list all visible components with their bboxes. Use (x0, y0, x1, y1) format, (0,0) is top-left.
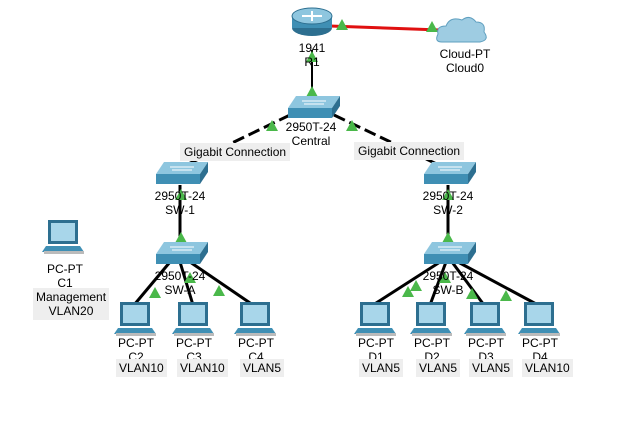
switch-central-icon[interactable] (288, 96, 340, 118)
note-vlan-b1[interactable]: VLAN5 (359, 359, 404, 377)
status-up-icon (266, 120, 278, 131)
swb-name: SW-B (432, 283, 464, 297)
pc-b4-model: PC-PT (522, 336, 558, 350)
status-up-icon (439, 272, 451, 283)
note-vlan-b2[interactable]: VLAN5 (416, 359, 461, 377)
pc-c1-icon[interactable] (42, 220, 84, 254)
router-name: R1 (304, 55, 320, 69)
pc-b4-label: PC-PT D4 (514, 336, 566, 364)
central-name: Central (291, 134, 331, 148)
sw1-label: 2950T-24 SW-1 (145, 189, 215, 217)
swb-model: 2950T-24 (422, 269, 474, 283)
router-icon[interactable] (291, 7, 333, 36)
sw1-name: SW-1 (165, 203, 195, 217)
note-management[interactable]: Management VLAN20 (33, 288, 110, 320)
status-up-icon (442, 232, 454, 243)
note-management-line1: Management (36, 290, 107, 304)
sw1-model: 2950T-24 (154, 189, 206, 203)
pc-b1-label: PC-PT D1 (350, 336, 402, 364)
sw2-model: 2950T-24 (422, 189, 474, 203)
note-vlan-a2[interactable]: VLAN10 (177, 359, 228, 377)
note-gigabit-left[interactable]: Gigabit Connection (180, 143, 291, 161)
link-swa-pc3[interactable] (189, 260, 254, 307)
link-swa-pc1[interactable] (132, 261, 172, 306)
sw2-name: SW-2 (433, 203, 463, 217)
pc-a2-label: PC-PT C3 (168, 336, 220, 364)
note-gigabit-right[interactable]: Gigabit Connection (354, 142, 465, 160)
status-up-icon (402, 286, 414, 297)
pc-a1-model: PC-PT (118, 336, 154, 350)
status-up-icon (213, 285, 225, 296)
central-model: 2950T-24 (285, 120, 337, 134)
pc-a2-icon[interactable] (172, 302, 214, 336)
link-swb-pc1[interactable] (372, 260, 441, 307)
swa-name: SW-A (164, 283, 196, 297)
pc-b4-icon[interactable] (518, 302, 560, 336)
pc-a2-model: PC-PT (176, 336, 212, 350)
link-swb-pc3[interactable] (450, 261, 486, 306)
link-r1-cloud[interactable] (329, 24, 441, 32)
pc-b2-icon[interactable] (410, 302, 452, 336)
pc-c1-label: PC-PT C1 (37, 262, 93, 290)
router-label: 1941 R1 (282, 41, 342, 69)
cloud-model: Cloud-PT (439, 47, 491, 61)
switch-swb-icon[interactable] (424, 242, 476, 264)
pc-b2-model: PC-PT (414, 336, 450, 350)
pc-c1-name: C1 (57, 276, 73, 290)
note-management-line2: VLAN20 (48, 304, 94, 318)
status-up-icon (442, 189, 454, 200)
pc-b3-label: PC-PT D3 (460, 336, 512, 364)
switch-swa-icon[interactable] (156, 242, 208, 264)
note-vlan-a3[interactable]: VLAN5 (240, 359, 285, 377)
status-up-icon (175, 232, 187, 243)
pc-b1-icon[interactable] (354, 302, 396, 336)
status-up-icon (336, 19, 348, 30)
link-status-indicators (149, 19, 512, 301)
pc-b1-model: PC-PT (358, 336, 394, 350)
swa-model: 2950T-24 (154, 269, 206, 283)
pc-b2-label: PC-PT D2 (406, 336, 458, 364)
link-swb-pc2[interactable] (428, 261, 448, 306)
sw2-label: 2950T-24 SW-2 (413, 189, 483, 217)
pc-a1-icon[interactable] (114, 302, 156, 336)
status-up-icon (426, 21, 438, 32)
pc-b3-icon[interactable] (464, 302, 506, 336)
switch-sw1-icon[interactable] (156, 162, 208, 184)
cloud-icon[interactable] (436, 16, 487, 43)
switch-sw2-icon[interactable] (424, 162, 476, 184)
link-swb-pc4[interactable] (457, 260, 539, 307)
pc-a3-model: PC-PT (238, 336, 274, 350)
status-up-icon (410, 280, 422, 291)
status-up-icon (346, 120, 358, 131)
router-model: 1941 (298, 41, 326, 55)
note-vlan-a1[interactable]: VLAN10 (116, 359, 167, 377)
pc-a3-label: PC-PT C4 (230, 336, 282, 364)
status-up-icon (466, 288, 478, 299)
note-vlan-b4[interactable]: VLAN10 (522, 359, 573, 377)
pc-a3-icon[interactable] (234, 302, 276, 336)
cloud-name: Cloud0 (445, 61, 485, 75)
swb-label: 2950T-24 SW-B (413, 269, 483, 297)
note-vlan-b3[interactable]: VLAN5 (469, 359, 514, 377)
central-label: 2950T-24 Central (276, 120, 346, 148)
status-up-icon (184, 272, 196, 283)
pc-a1-label: PC-PT C2 (110, 336, 162, 364)
pc-b3-model: PC-PT (468, 336, 504, 350)
status-up-icon (306, 86, 318, 97)
status-up-icon (175, 189, 187, 200)
pc-c1-model: PC-PT (47, 262, 83, 276)
status-up-icon (500, 290, 512, 301)
status-up-icon (306, 51, 318, 62)
swa-label: 2950T-24 SW-A (145, 269, 215, 297)
link-swa-pc2[interactable] (178, 261, 195, 306)
cloud-label: Cloud-PT Cloud0 (425, 47, 505, 75)
status-up-icon (149, 287, 161, 298)
